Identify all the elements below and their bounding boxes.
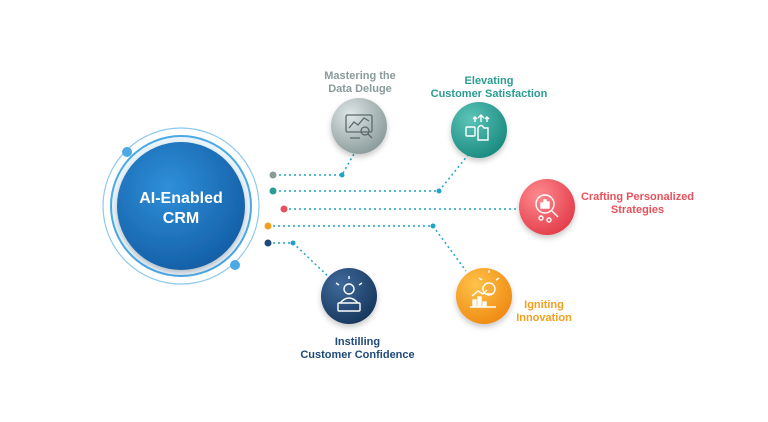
dot-mastering-end	[339, 172, 345, 178]
label-instilling-line2: Customer Confidence	[300, 349, 415, 361]
label-crafting-line2: Strategies	[610, 204, 665, 216]
label-instilling-line1: Instilling	[334, 336, 381, 348]
node-crafting	[519, 179, 575, 235]
label-elevating-line2: Customer Satisfaction	[430, 88, 548, 100]
dot-elevating-end	[436, 188, 442, 194]
label-igniting-line1: Igniting	[524, 299, 564, 311]
label-crafting: Crafting Personalized Strategies	[580, 191, 695, 217]
label-crafting-line1: Crafting Personalized	[580, 191, 695, 203]
personalized-strategy-icon	[535, 194, 559, 223]
label-elevating-line1: Elevating	[464, 75, 514, 87]
hub-title-line2: CRM	[162, 210, 200, 227]
connector-igniting	[268, 225, 467, 272]
label-igniting: Igniting Innovation	[514, 299, 574, 325]
dot-igniting-end	[430, 223, 436, 229]
connector-end-dots	[264, 171, 442, 247]
node-igniting	[456, 268, 512, 324]
hub-group	[102, 127, 260, 285]
hub-title-line1: AI-Enabled	[139, 190, 223, 207]
label-mastering: Mastering the Data Deluge	[305, 70, 415, 96]
hub-outer-ring	[102, 127, 260, 285]
dot-elevating-start	[269, 187, 277, 195]
connector-elevating	[274, 154, 469, 192]
hub-orbit-dot-top	[122, 147, 132, 157]
data-analytics-icon	[345, 114, 373, 139]
dot-crafting-start	[280, 205, 288, 213]
node-instilling	[321, 268, 377, 324]
innovation-bulb-icon	[470, 270, 500, 308]
hub-title: AI-Enabled CRM	[119, 189, 243, 229]
connector-mastering	[274, 151, 356, 176]
hub-circle	[117, 142, 245, 270]
hub-orbit-dot-bottom	[230, 260, 240, 270]
connectors	[268, 151, 521, 280]
node-mastering	[331, 98, 387, 154]
dot-igniting-start	[264, 222, 272, 230]
customer-confidence-icon	[335, 276, 363, 312]
node-elevating	[451, 102, 507, 158]
label-elevating: Elevating Customer Satisfaction	[424, 75, 554, 101]
dot-mastering-start	[269, 171, 277, 179]
label-mastering-line1: Mastering the	[324, 70, 396, 82]
dot-instilling-end	[290, 240, 296, 246]
label-igniting-line2: Innovation	[516, 312, 572, 324]
customer-satisfaction-icon	[465, 114, 490, 141]
dot-instilling-start	[264, 239, 272, 247]
label-instilling: Instilling Customer Confidence	[295, 336, 420, 362]
connector-instilling	[268, 242, 332, 280]
label-mastering-line2: Data Deluge	[328, 83, 392, 95]
